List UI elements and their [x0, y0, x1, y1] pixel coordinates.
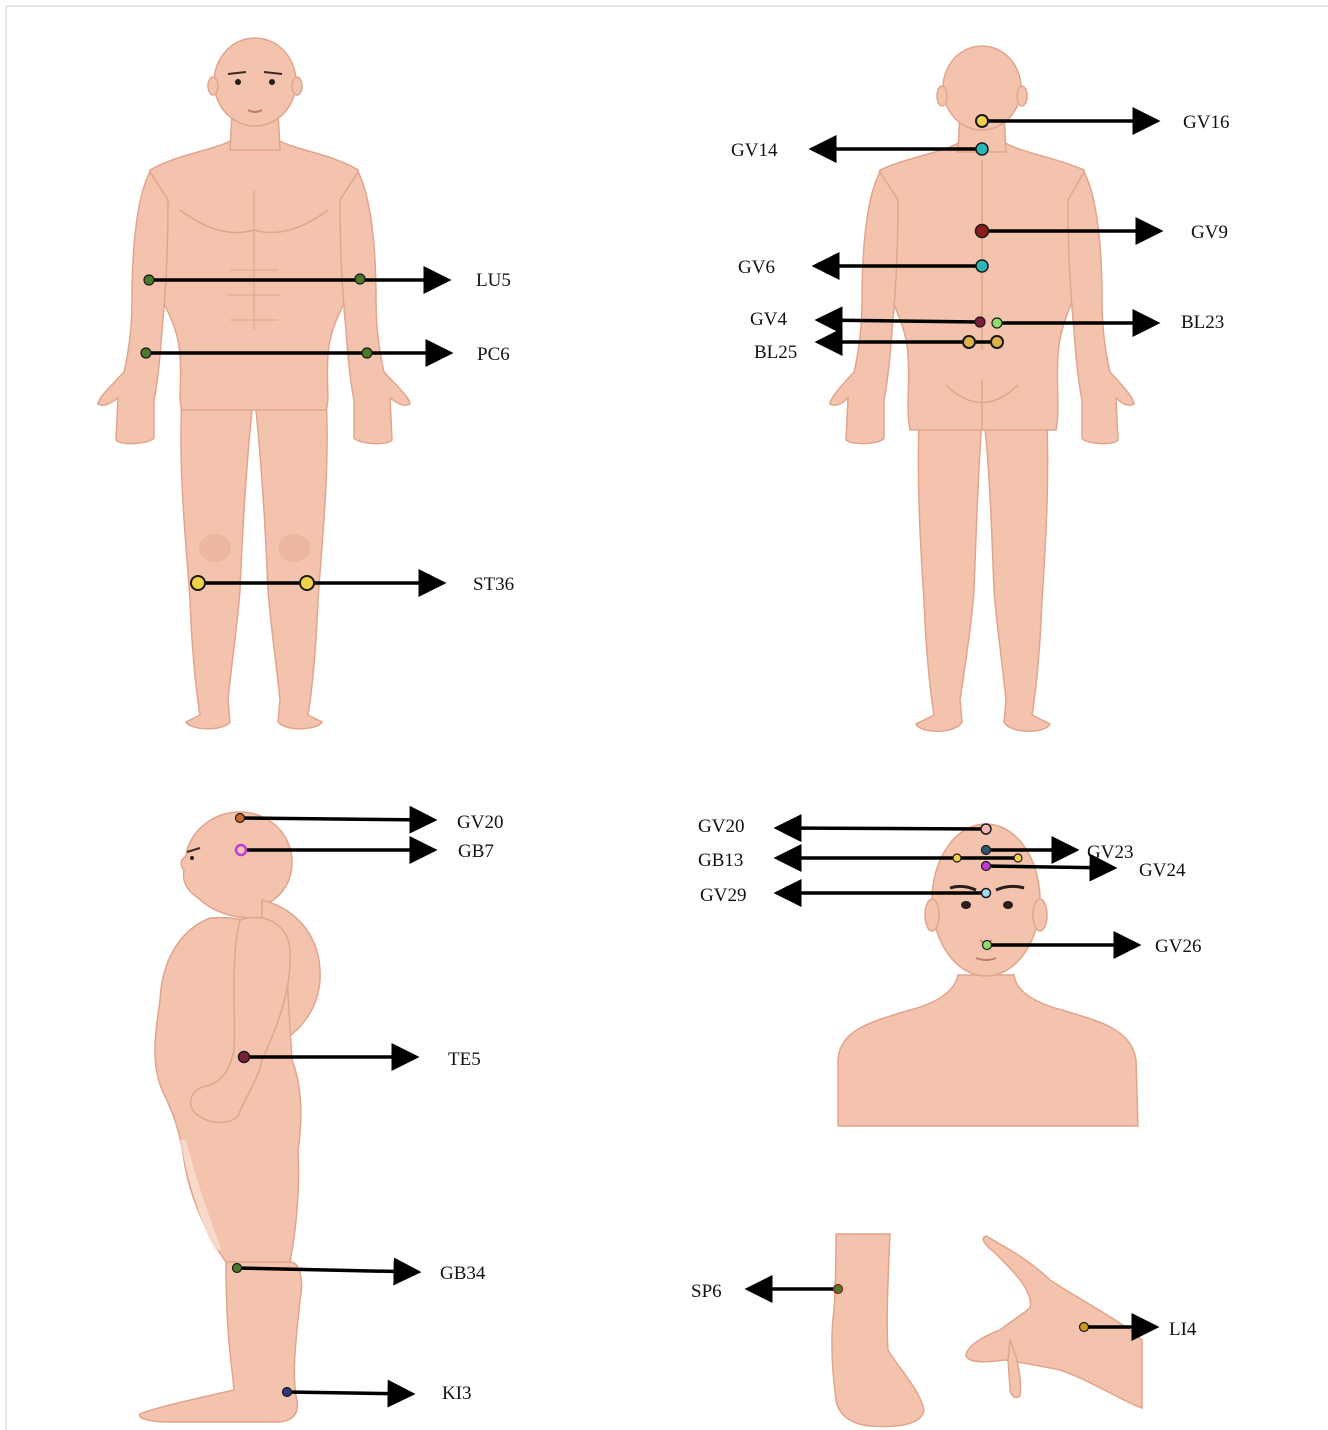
- label-gb13: GB13: [698, 850, 743, 871]
- label-gv23: GV23: [1087, 842, 1133, 863]
- label-ki3: KI3: [442, 1383, 472, 1404]
- label-side-gv20: GV20: [457, 812, 503, 833]
- label-li4: LI4: [1169, 1319, 1197, 1340]
- label-te5: TE5: [448, 1049, 481, 1070]
- label-lu5: LU5: [476, 270, 511, 291]
- label-gv9: GV9: [1191, 222, 1228, 243]
- hand-figure: [966, 1236, 1142, 1408]
- ki3-marker: [283, 1388, 413, 1397]
- lower-leg-figure: [832, 1234, 924, 1426]
- label-gv29: GV29: [700, 885, 746, 906]
- head-gv20-marker: [777, 824, 991, 834]
- label-head-gv20: GV20: [698, 816, 744, 837]
- label-pc6: PC6: [477, 344, 510, 365]
- label-gv4: GV4: [750, 309, 787, 330]
- label-gv6: GV6: [738, 257, 775, 278]
- label-gv16: GV16: [1183, 112, 1229, 133]
- label-sp6: SP6: [691, 1281, 722, 1302]
- label-gv14: GV14: [731, 140, 778, 161]
- label-bl25: BL25: [754, 342, 797, 363]
- label-st36: ST36: [473, 574, 514, 595]
- label-gb34: GB34: [440, 1263, 486, 1284]
- label-gb7: GB7: [458, 841, 494, 862]
- label-gv26: GV26: [1155, 936, 1201, 957]
- front-body-figure: [98, 38, 410, 729]
- sp6-marker: [748, 1285, 843, 1294]
- label-gv24: GV24: [1139, 860, 1186, 881]
- label-bl23: BL23: [1181, 312, 1224, 333]
- side-body-figure: [139, 812, 320, 1422]
